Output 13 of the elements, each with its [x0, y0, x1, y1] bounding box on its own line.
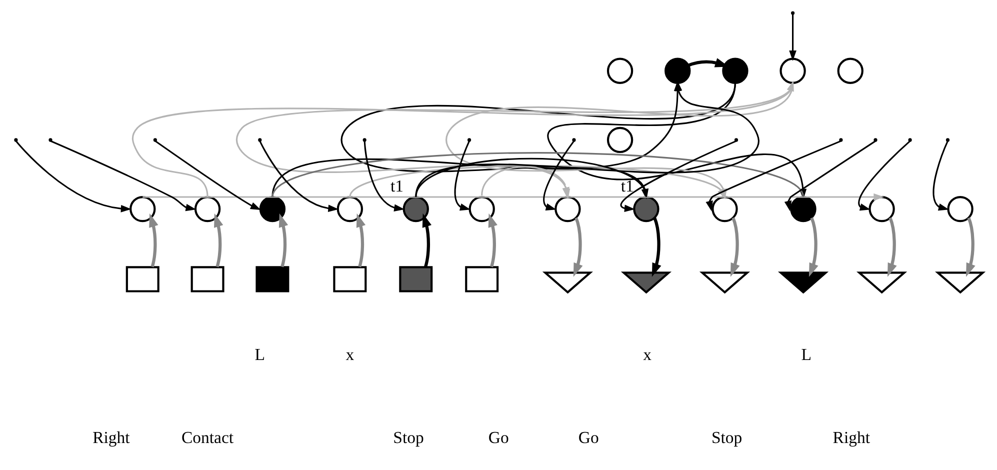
node-label: t1	[620, 176, 634, 196]
node-label: t1	[390, 176, 404, 196]
label: Right	[92, 428, 130, 447]
label: Go	[578, 428, 598, 447]
label: x	[345, 345, 354, 364]
label: L	[800, 345, 812, 364]
label: Stop	[392, 428, 424, 447]
label: Contact	[180, 428, 234, 447]
label: Right	[832, 428, 870, 447]
label: Stop	[710, 428, 742, 447]
label: Go	[488, 428, 508, 447]
label: x	[642, 345, 651, 364]
label: L	[254, 345, 264, 364]
